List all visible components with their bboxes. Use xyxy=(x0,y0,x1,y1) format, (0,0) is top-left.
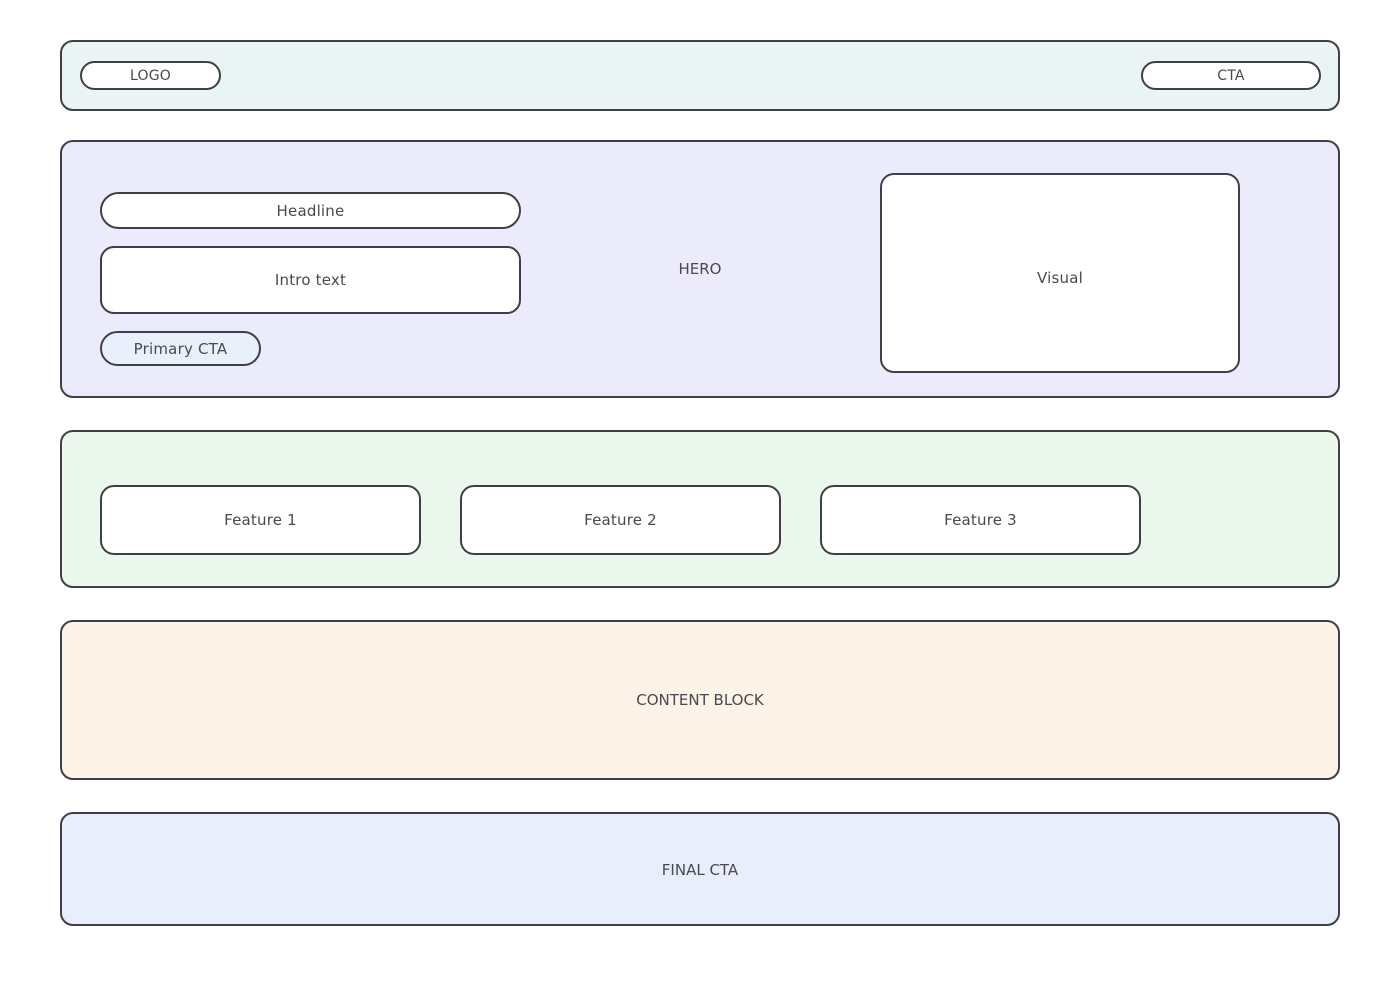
feature-card[interactable]: Feature 3 xyxy=(820,485,1141,555)
feature-card[interactable]: Feature 2 xyxy=(460,485,781,555)
final-cta-label: FINAL CTA xyxy=(661,861,739,879)
hero-intro-placeholder: Intro text xyxy=(100,246,521,314)
hero-headline-placeholder: Headline xyxy=(100,192,521,229)
hero-visual-placeholder: Visual xyxy=(880,173,1240,373)
header-cta-label: CTA xyxy=(1217,67,1245,84)
hero-visual-label: Visual xyxy=(1037,269,1083,287)
hero-section-label: HERO xyxy=(678,260,722,278)
hero-primary-cta-button[interactable]: Primary CTA xyxy=(100,331,261,366)
logo-label: LOGO xyxy=(130,67,171,84)
content-block-label: CONTENT BLOCK xyxy=(636,691,764,709)
hero-intro-label: Intro text xyxy=(274,271,347,289)
hero-headline-label: Headline xyxy=(276,201,345,220)
header-cta-button[interactable]: CTA xyxy=(1141,61,1321,90)
feature-card[interactable]: Feature 1 xyxy=(100,485,421,555)
final-cta-section[interactable] xyxy=(60,812,1340,926)
content-block-section xyxy=(60,620,1340,780)
feature-card-label: Feature 1 xyxy=(224,511,297,529)
logo-placeholder[interactable]: LOGO xyxy=(80,61,221,90)
hero-primary-cta-label: Primary CTA xyxy=(133,339,228,358)
header-bar xyxy=(60,40,1340,111)
feature-card-label: Feature 3 xyxy=(944,511,1017,529)
feature-card-label: Feature 2 xyxy=(584,511,657,529)
